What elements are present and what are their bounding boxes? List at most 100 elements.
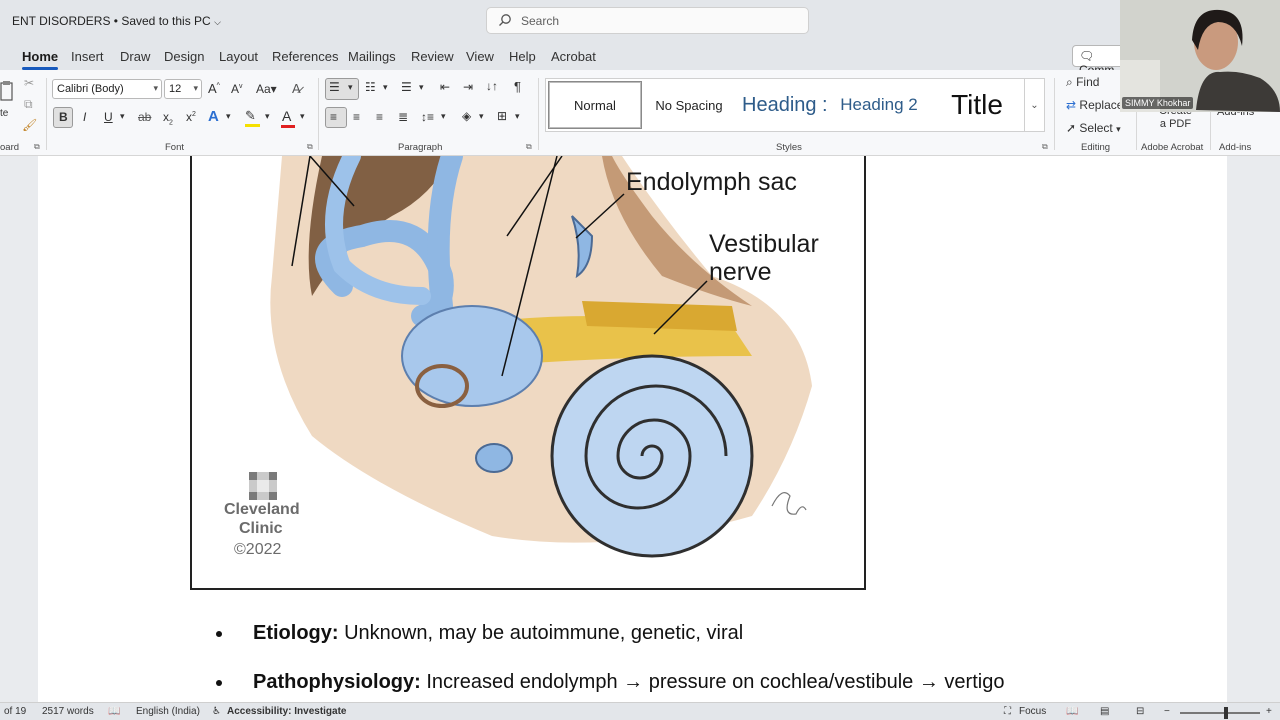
- dialog-launcher-icon[interactable]: ⧉: [526, 142, 532, 151]
- page-count[interactable]: of 19: [4, 706, 27, 717]
- tab-home[interactable]: Home: [22, 49, 59, 70]
- tab-view[interactable]: View: [466, 49, 494, 64]
- zoom-out-icon[interactable]: −: [1164, 706, 1170, 717]
- change-case-icon[interactable]: Aa▾: [256, 82, 277, 96]
- highlight-icon[interactable]: ✎: [245, 108, 256, 123]
- sort-icon[interactable]: ↓↑: [486, 79, 498, 93]
- underline-icon[interactable]: U: [104, 110, 113, 124]
- align-right-icon[interactable]: ≡: [376, 110, 384, 124]
- language-indicator[interactable]: English (India): [136, 706, 200, 717]
- tab-layout[interactable]: Layout: [219, 49, 259, 64]
- group-separator: [318, 78, 319, 150]
- chevron-down-icon[interactable]: ▾: [479, 111, 484, 121]
- chevron-down-icon[interactable]: ▾: [120, 111, 125, 121]
- chevron-down-icon[interactable]: ▾: [383, 82, 388, 92]
- addins-group-label: Add-ins: [1219, 142, 1252, 153]
- tab-design[interactable]: Design: [164, 49, 205, 64]
- strikethrough-icon[interactable]: ab: [138, 110, 152, 124]
- font-color-icon[interactable]: A: [282, 108, 292, 124]
- italic-icon[interactable]: I: [83, 110, 87, 124]
- group-separator: [538, 78, 539, 150]
- tab-insert[interactable]: Insert: [71, 49, 104, 64]
- zoom-in-icon[interactable]: +: [1266, 706, 1272, 717]
- chevron-down-icon[interactable]: ▾: [348, 82, 353, 92]
- list-item-text: Etiology: Unknown, may be autoimmune, ge…: [253, 622, 743, 645]
- tab-help[interactable]: Help: [509, 49, 536, 64]
- format-painter-icon[interactable]: 🖌: [22, 118, 38, 132]
- style-normal[interactable]: Normal: [548, 81, 642, 129]
- clear-formatting-icon[interactable]: A̷: [292, 81, 301, 96]
- replace-icon: ⇄: [1066, 98, 1077, 112]
- leader-line: [653, 280, 708, 335]
- multilevel-list-icon[interactable]: ☰: [401, 80, 412, 94]
- tab-mailings[interactable]: Mailings: [348, 49, 396, 64]
- tab-acrobat[interactable]: Acrobat: [551, 49, 596, 64]
- chevron-down-icon[interactable]: ▾: [153, 83, 158, 93]
- zoom-slider[interactable]: [1180, 712, 1260, 714]
- focus-mode-button[interactable]: Focus: [1019, 706, 1047, 717]
- align-center-icon[interactable]: ≡: [353, 110, 361, 124]
- title-bar: ENT DISORDERS • Saved to this PC ⌵: [0, 0, 1280, 42]
- line-spacing-icon[interactable]: ↕≡: [421, 110, 435, 124]
- find-button[interactable]: ⌕ Find: [1066, 75, 1099, 90]
- replace-button[interactable]: ⇄ Replace: [1066, 98, 1123, 112]
- dialog-launcher-icon[interactable]: ⧉: [1042, 142, 1048, 151]
- document-title[interactable]: ENT DISORDERS • Saved to this PC ⌵: [12, 14, 221, 28]
- web-layout-icon[interactable]: ⊟: [1136, 706, 1145, 717]
- superscript-icon[interactable]: x2: [186, 110, 196, 124]
- align-left-icon[interactable]: ≡: [330, 110, 338, 124]
- text-effects-icon[interactable]: A: [208, 108, 219, 125]
- dialog-launcher-icon[interactable]: ⧉: [307, 142, 313, 151]
- chevron-down-icon[interactable]: ▾: [193, 83, 198, 93]
- styles-more-button[interactable]: ⌄: [1024, 79, 1044, 131]
- decrease-indent-icon[interactable]: ⇤: [440, 80, 451, 94]
- grow-font-icon[interactable]: A^: [208, 81, 220, 96]
- numbering-icon[interactable]: ☷: [365, 80, 376, 94]
- word-count[interactable]: 2517 words: [42, 706, 94, 717]
- document-canvas[interactable]: Endolymph sac Vestibular nerve Cleveland…: [0, 156, 1280, 702]
- tab-review[interactable]: Review: [411, 49, 454, 64]
- leader-line: [575, 193, 625, 239]
- paste-label[interactable]: te: [0, 108, 9, 119]
- show-formatting-icon[interactable]: ¶: [514, 79, 521, 94]
- search-box[interactable]: [486, 7, 809, 34]
- font-group-label: Font: [165, 142, 185, 153]
- tab-references[interactable]: References: [272, 49, 339, 64]
- shrink-font-icon[interactable]: Av: [231, 82, 243, 96]
- style-no-spacing[interactable]: No Spacing: [655, 97, 723, 113]
- paste-icon[interactable]: [0, 80, 14, 102]
- style-heading-1[interactable]: Heading :: [742, 93, 828, 116]
- dialog-launcher-icon[interactable]: ⧉: [34, 142, 40, 151]
- tab-draw[interactable]: Draw: [120, 49, 151, 64]
- borders-icon[interactable]: ⊞: [497, 109, 508, 123]
- chevron-down-icon[interactable]: ▾: [515, 111, 520, 121]
- increase-indent-icon[interactable]: ⇥: [463, 80, 474, 94]
- proofing-icon[interactable]: 📖: [108, 706, 121, 717]
- shading-icon[interactable]: ◈: [462, 109, 472, 123]
- style-title[interactable]: Title: [951, 89, 1003, 120]
- accessibility-status[interactable]: Accessibility: Investigate: [227, 706, 347, 717]
- print-layout-icon[interactable]: ▤: [1100, 706, 1110, 717]
- chevron-down-icon[interactable]: ▾: [300, 111, 305, 121]
- bullets-icon[interactable]: ☰: [329, 80, 340, 94]
- font-size-combo[interactable]: 12▾: [164, 79, 202, 99]
- font-name-combo[interactable]: Calibri (Body)▾: [52, 79, 162, 99]
- document-page[interactable]: Endolymph sac Vestibular nerve Cleveland…: [38, 156, 1227, 702]
- chevron-down-icon[interactable]: ▾: [226, 111, 231, 121]
- chevron-down-icon[interactable]: ▾: [441, 111, 446, 121]
- copy-icon[interactable]: ⧉: [24, 97, 33, 111]
- chevron-down-icon[interactable]: ⌵: [214, 17, 221, 27]
- cut-icon[interactable]: ✂: [24, 76, 35, 90]
- bold-icon[interactable]: B: [59, 110, 68, 124]
- inner-ear-figure[interactable]: Endolymph sac Vestibular nerve Cleveland…: [190, 156, 866, 590]
- zoom-slider-thumb[interactable]: [1224, 707, 1228, 719]
- subscript-icon[interactable]: x2: [163, 110, 173, 127]
- ribbon-home: te ✂ ⧉ 🖌 oard ⧉ Calibri (Body)▾ 12▾ A^ A…: [0, 70, 1280, 156]
- read-mode-icon[interactable]: 📖: [1066, 706, 1079, 717]
- select-button[interactable]: ➚ Select ▾: [1066, 121, 1121, 135]
- style-heading-2[interactable]: Heading 2: [840, 95, 918, 114]
- justify-icon[interactable]: ≣: [398, 110, 409, 124]
- chevron-down-icon[interactable]: ▾: [419, 82, 424, 92]
- chevron-down-icon[interactable]: ▾: [265, 111, 270, 121]
- search-input[interactable]: [521, 12, 791, 30]
